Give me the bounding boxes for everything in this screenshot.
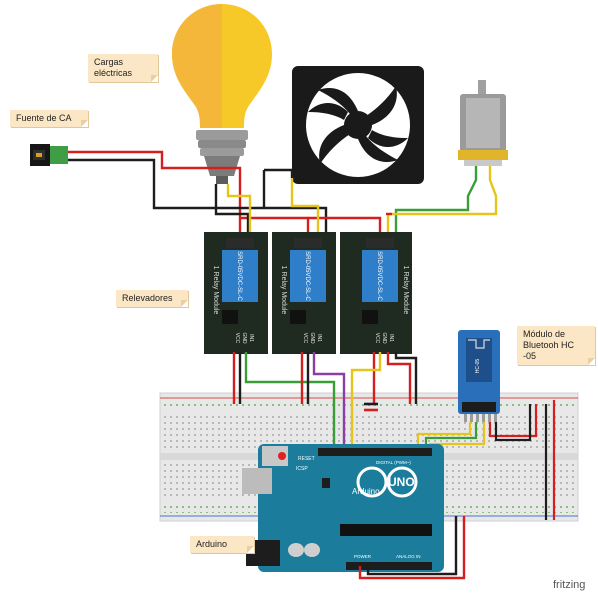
relay-2-pin-vcc: VCC [302, 333, 308, 344]
relay-3-pin-vcc: VCC [374, 333, 380, 344]
ac-source-label: Fuente de CA [10, 110, 88, 127]
arduino-power-label: POWER [354, 554, 372, 559]
light-bulb [172, 4, 272, 184]
fritzing-credit: fritzing [553, 579, 586, 591]
relay-3-title: 1 Relay Module [402, 266, 409, 315]
arduino-model: UNO [388, 475, 415, 489]
arduino-power-wiring [358, 516, 466, 580]
arduino-label: Arduino [190, 536, 254, 553]
fan [292, 66, 424, 184]
relay-3-pin-gnd: GND [381, 332, 387, 344]
arduino-analog-label: ANALOG IN [396, 554, 421, 559]
dc-motor [458, 80, 508, 166]
arduino-digital-label: DIGITAL (PWM~) [376, 460, 411, 465]
relay-module-2: SRD-05VDC-SL-C 1 Relay Module VCC GND IN… [272, 232, 336, 354]
relay-module-1: SRD-05VDC-SL-C 1 Relay Module VCC GND IN… [204, 232, 268, 354]
relay-1-pin-vcc: VCC [234, 333, 240, 344]
relay-1-title: 1 Relay Module [212, 266, 219, 315]
relay-1-chip-text: SRD-05VDC-SL-C [236, 251, 242, 301]
loads-label: Cargas eléctricas [88, 54, 158, 82]
relay-3-chip-text: SRD-05VDC-SL-C [376, 251, 382, 301]
control-wiring [232, 352, 418, 452]
bluetooth-module: HC-05 [458, 330, 500, 422]
relay-1-pin-gnd: GND [241, 332, 247, 344]
bluetooth-chip-label: HC-05 [475, 359, 481, 374]
ac-source-jack [30, 144, 68, 166]
bluetooth-label: Módulo de Bluetooh HC -05 [517, 326, 595, 365]
arduino-reset-label: RESET [298, 456, 315, 462]
relay-3-pin-in1: IN1 [388, 334, 394, 342]
relay-2-pin-in1: IN1 [316, 334, 322, 342]
arduino-uno: Arduino UNO RESET ICSP DIGITAL (PWM~) PO… [242, 444, 444, 572]
top-wiring [68, 150, 498, 246]
relay-module-3: SRD-05VDC-SL-C 1 Relay Module VCC GND IN… [340, 232, 412, 354]
relays-label: Relevadores [116, 290, 188, 307]
relay-2-title: 1 Relay Module [280, 266, 287, 315]
relay-1-pin-in1: IN1 [248, 334, 254, 342]
arduino-icsp-label: ICSP [296, 466, 308, 472]
arduino-brand: Arduino [352, 487, 380, 496]
relay-modules: SRD-05VDC-SL-C 1 Relay Module VCC GND IN… [204, 232, 412, 354]
relay-2-pin-gnd: GND [309, 332, 315, 344]
relay-2-chip-text: SRD-05VDC-SL-C [304, 251, 310, 301]
